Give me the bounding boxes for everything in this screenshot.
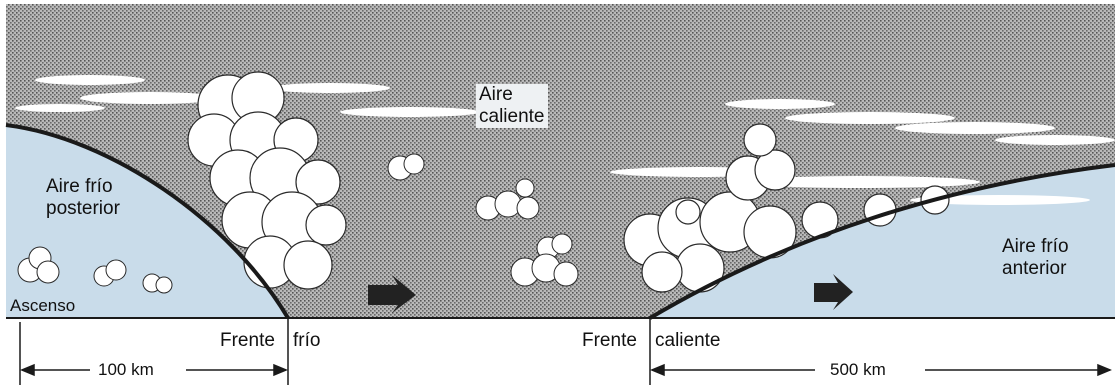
front-cold-air-label: Aire frío anterior	[1002, 236, 1069, 280]
front-cold-air-label-line2: anterior	[1002, 258, 1067, 279]
warm-front-line	[648, 163, 1115, 320]
fair-weather-cumulus-left	[17, 246, 173, 294]
cold-front-cloud-mass	[187, 71, 347, 290]
warm-front-label-word1: Frente	[582, 330, 637, 351]
cold-front-label-word2: frío	[293, 330, 321, 351]
right-distance-label: 500 km	[830, 360, 886, 379]
cirrus-streaks	[15, 75, 1115, 205]
warm-air-label-line1: Aire	[479, 84, 513, 105]
warm-air-label: Aire caliente	[476, 84, 548, 128]
cold-front-line	[5, 123, 290, 320]
rear-cold-air-label-line1: Aire frío	[46, 176, 113, 197]
right-distance-arrow	[650, 363, 1112, 377]
warm-front-label-word2: caliente	[655, 330, 721, 351]
warm-air-label-line2: caliente	[479, 106, 545, 127]
rear-cold-air-label-line2: posterior	[46, 198, 120, 219]
warm-front-motion-arrow	[814, 274, 853, 310]
rear-cold-air-region	[6, 125, 288, 318]
rear-cold-air-label: Aire frío posterior	[46, 176, 120, 220]
mid-air-clouds	[387, 153, 579, 287]
cold-front-label-word1: Frente	[220, 330, 275, 351]
left-distance-label: 100 km	[98, 360, 154, 379]
front-cold-air-label-line1: Aire frío	[1002, 236, 1069, 257]
ascent-label: Ascenso	[10, 296, 76, 315]
cold-front-motion-arrow	[368, 275, 416, 313]
left-distance-arrow	[20, 363, 288, 377]
warm-front-cloud-mass	[623, 123, 950, 293]
